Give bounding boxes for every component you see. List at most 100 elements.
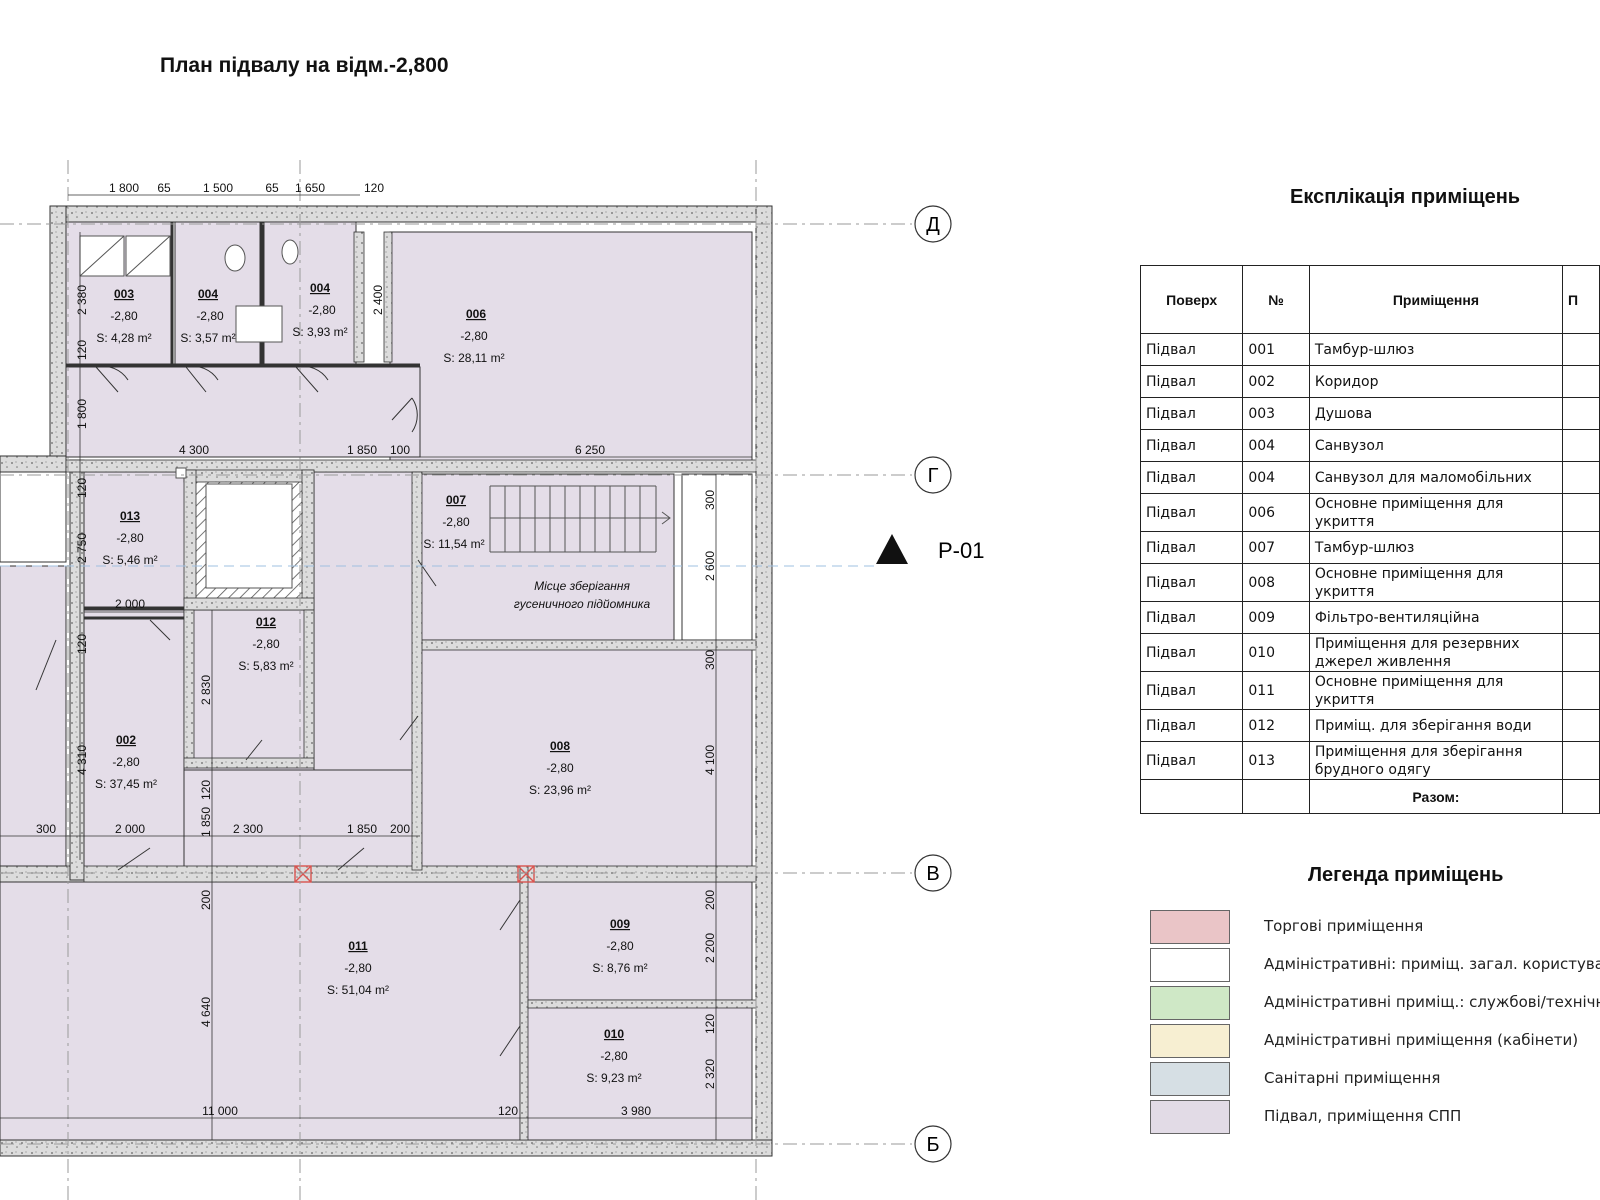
cell-floor: Підвал [1139,741,1244,780]
axis-label-g: Г [928,465,939,487]
legend-swatch [1150,948,1230,982]
room-no: 012 [256,615,276,629]
room-level: -2,80 [344,961,372,975]
dim-h1: 4 300 [179,443,209,457]
section-marker-triangle [876,534,908,564]
dim-v-right: 200 [703,890,717,910]
dim-h1: 100 [390,443,410,457]
dim-h3: 1 850 [347,822,377,836]
room-no: 013 [120,509,140,523]
dim-h4: 3 980 [621,1104,651,1118]
legend-label: Санітарні приміщення [1264,1069,1441,1087]
legend-item: Підвал, приміщення СПП [1150,1100,1600,1134]
legend-label: Адміністративні приміщення (кабінети) [1264,1031,1579,1049]
legend-label: Підвал, приміщення СПП [1264,1107,1462,1125]
total-label: Разом: [1308,779,1564,814]
cell-no: 010 [1242,633,1310,672]
room-no: 011 [348,939,368,953]
cell-empty [1562,779,1600,814]
cell-name: Приміщ. для зберігання води [1308,709,1564,742]
room-level: -2,80 [252,637,280,651]
dim-v-mid: 2 400 [371,285,385,315]
legend-item: Санітарні приміщення [1150,1062,1600,1096]
dim-v-mid: 1 850 [199,807,213,837]
cell-floor: Підвал [1139,633,1244,672]
room-area: S: 28,11 m² [443,351,504,365]
legend-swatch [1150,1100,1230,1134]
room-area: S: 4,28 m² [96,331,151,345]
room-area: S: 3,93 m² [292,325,347,339]
header-no: № [1242,265,1310,334]
explication-title: Експлікація приміщень [1290,186,1521,208]
dim-v-left: 2 380 [75,285,89,315]
cell-floor: Підвал [1139,397,1244,430]
storage-note-line2: гусеничного підйомника [514,597,651,611]
grid-axes [0,160,912,1200]
dim-top: 65 [157,181,171,195]
cell-area [1562,633,1600,672]
room-level: -2,80 [546,761,574,775]
cell-no: 003 [1242,397,1310,430]
dim-h3: 200 [390,822,410,836]
room-labels: 003 -2,80 S: 4,28 m² 004 -2,80 S: 3,57 m… [95,281,650,1085]
legend-swatch [1150,910,1230,944]
cell-no: 008 [1242,563,1310,602]
legend-swatch [1150,1062,1230,1096]
dim-v-left: 2 750 [75,533,89,563]
room-level: -2,80 [460,329,488,343]
header-room: Приміщення [1308,265,1564,334]
dim-top: 1 500 [203,181,233,195]
room-no: 006 [466,307,486,321]
fire-markers [294,865,535,883]
cell-floor: Підвал [1139,671,1244,710]
cell-floor: Підвал [1139,563,1244,602]
room-level: -2,80 [116,531,144,545]
cell-name: Основне приміщення для укриття [1308,671,1564,710]
room-area: S: 51,04 m² [327,983,389,997]
legend-label: Адміністративні: приміщ. загал. користув… [1264,955,1600,973]
room-level: -2,80 [110,309,138,323]
axis-label-b: Б [926,1134,939,1156]
room-area: S: 3,57 m² [180,331,235,345]
header-floor: Поверх [1139,265,1244,334]
dim-v-left: 120 [75,340,89,360]
room-level: -2,80 [196,309,224,323]
cell-area [1562,601,1600,634]
cell-floor: Підвал [1139,709,1244,742]
cell-empty [1139,779,1244,814]
dim-v-right: 120 [703,1014,717,1034]
dim-h4: 120 [498,1104,518,1118]
cell-floor: Підвал [1139,365,1244,398]
cell-floor: Підвал [1139,493,1244,532]
staircase [489,485,671,553]
dim-v-mid: 4 640 [199,997,213,1027]
legend-label: Торгові приміщення [1264,917,1424,935]
legend-item: Торгові приміщення [1150,910,1600,944]
room-level: -2,80 [600,1049,628,1063]
dim-v-mid: 2 830 [199,675,213,705]
cell-no: 002 [1242,365,1310,398]
dim-h3: 2 300 [233,822,263,836]
axis-label-v: В [926,863,939,885]
cell-no: 011 [1242,671,1310,710]
room-level: -2,80 [442,515,470,529]
dim-v-left: 120 [75,478,89,498]
legend-swatch [1150,1024,1230,1058]
room-area: S: 5,83 m² [238,659,293,673]
cell-name: Санвузол [1308,429,1564,462]
cell-area [1562,741,1600,780]
room-area: S: 23,96 m² [529,783,591,797]
room-level: -2,80 [606,939,634,953]
cell-area [1562,563,1600,602]
legend-item: Адміністративні приміщ.: службові/техніч… [1150,986,1600,1020]
dim-v-right: 4 100 [703,745,717,775]
interior-walls [65,231,757,1141]
cell-name: Приміщення для зберігання брудного одягу [1308,741,1564,780]
